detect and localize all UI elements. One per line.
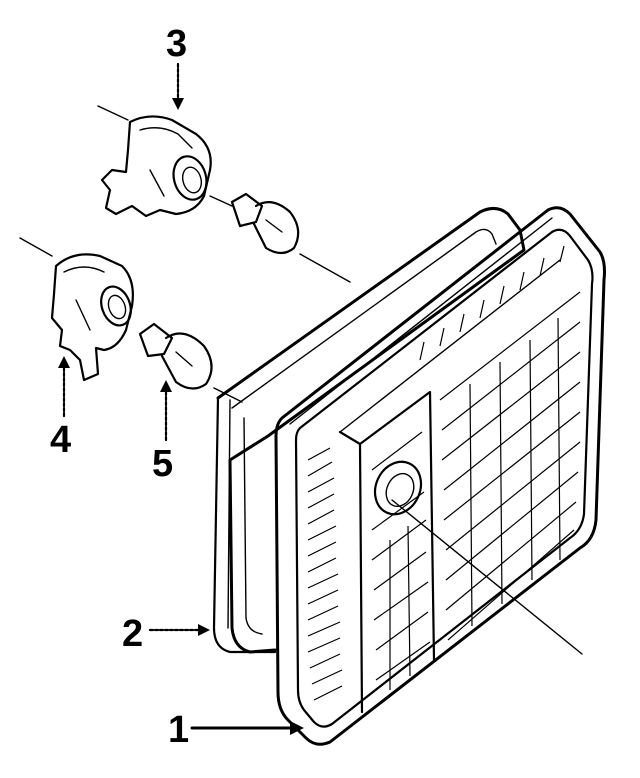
callout-1-arrow: [190, 721, 304, 735]
callout-4-arrow: [58, 356, 70, 418]
callout-1: 1: [168, 709, 189, 751]
callout-5: 5: [152, 443, 173, 485]
callout-4: 4: [50, 419, 71, 461]
callout-2: 2: [122, 613, 143, 655]
callout-2-arrow: [148, 624, 210, 636]
lower-bulb: [138, 322, 243, 403]
middle-lens-ribbing: [371, 431, 431, 690]
lamp-assembly: [274, 206, 606, 746]
lower-socket: [19, 237, 134, 382]
left-lens-ribbing: [307, 447, 343, 701]
callout-3: 3: [166, 23, 187, 65]
callout-3-arrow: [172, 62, 184, 110]
top-lens-ribbing: [419, 245, 565, 361]
upper-bulb: [209, 192, 351, 283]
right-lens-grid: [439, 291, 581, 641]
callout-5-arrow: [160, 380, 172, 442]
gasket-frame: [212, 207, 526, 654]
upper-socket: [97, 105, 212, 218]
reflector-icon: [373, 460, 423, 516]
